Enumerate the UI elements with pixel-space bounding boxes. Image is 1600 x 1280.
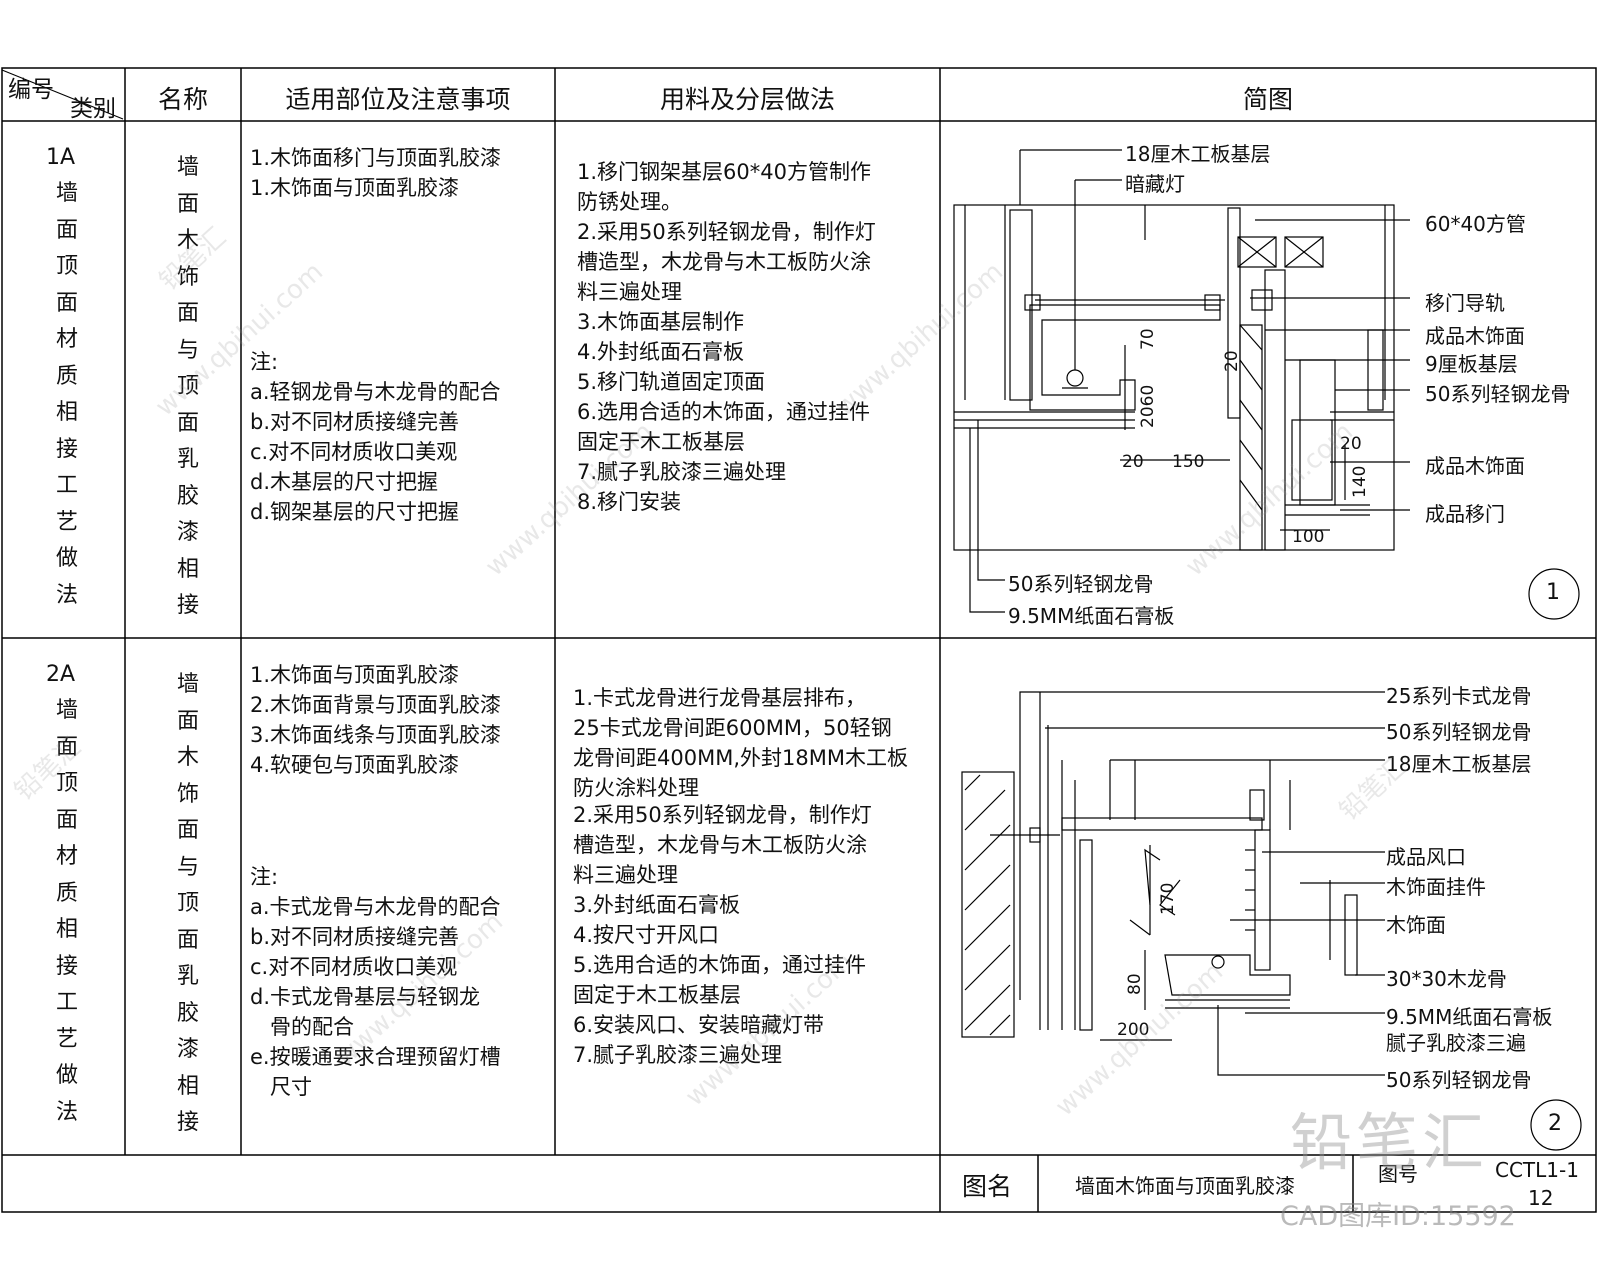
footer-title-label: 图名 [962,1172,1013,1201]
sketch1-dim-20b: 20 [1122,452,1144,472]
footer-page: 12 [1528,1186,1554,1210]
sketch2-label-light-keel: 50系列轻钢龙骨 [1386,720,1532,744]
row2-notes: 注: a.卡式龙骨与木龙骨的配合 b.对不同材质接缝完善 c.对不同材质收口美观… [250,865,501,1099]
row1-material: 1.移门钢架基层60*40方管制作 防锈处理。 2.采用50系列轻钢龙骨，制作灯… [577,160,876,514]
sketch1-label-wood-veneer: 成品木饰面 [1425,324,1525,348]
row1-category: 墙面顶面材质相接工艺做法 [55,181,78,608]
row1-name: 墙面木饰面与顶面乳胶漆相接 [176,155,199,618]
sketch1-label-door-track: 移门导轨 [1425,291,1505,315]
row1-usage: 1.木饰面移门与顶面乳胶漆 1.木饰面与顶面乳胶漆 [250,146,502,200]
footer-code: CCTL1-1 [1495,1158,1579,1182]
sketch2-number: 2 [1548,1111,1562,1136]
sketch2-dim-170: 170 [1158,882,1178,915]
sketch2-label-wood-keel: 30*30木龙骨 [1386,967,1507,991]
sketch1-label-plywood: 18厘木工板基层 [1125,142,1271,166]
watermark-cad-id: CAD图库ID:15592 [1280,1201,1516,1232]
sketch1-label-gypsum: 9.5MM纸面石膏板 [1008,604,1175,628]
header-name: 名称 [157,85,208,114]
sketch2-label-clip-keel: 25系列卡式龙骨 [1386,684,1532,708]
row2-material-a: 1.卡式龙骨进行龙骨基层排布， 25卡式龙骨间距600MM，50轻钢 龙骨间距4… [573,686,908,800]
row2-material-b: 2.采用50系列轻钢龙骨，制作灯 槽造型，木龙骨与木工板防火涂 料三遍处理 3.… [573,803,872,1067]
sketch2-label-plywood: 18厘木工板基层 [1386,752,1532,776]
sketch2-label-vent: 成品风口 [1386,845,1466,869]
sketch2-dim-200: 200 [1117,1020,1150,1040]
header-code: 编号 [8,77,54,103]
row1-notes: 注: a.轻钢龙骨与木龙骨的配合 b.对不同材质接缝完善 c.对不同材质收口美观… [250,350,501,524]
sketch1-dim-20c: 20 [1340,434,1362,454]
sketch2-dim-80: 80 [1125,973,1145,995]
header-sketch: 简图 [1242,85,1293,114]
sketch2-label-putty: 腻子乳胶漆三遍 [1386,1031,1526,1055]
sketch1-number: 1 [1546,580,1560,605]
sketch2-label-veneer-hanger: 木饰面挂件 [1386,875,1486,899]
row2-usage: 1.木饰面与顶面乳胶漆 2.木饰面背景与顶面乳胶漆 3.木饰面线条与顶面乳胶漆 … [250,663,502,777]
sketch1-dim-100: 100 [1292,527,1325,547]
sketch1-label-sliding-door: 成品移门 [1425,502,1505,526]
sketch1-dim-150: 150 [1172,452,1205,472]
header-material: 用料及分层做法 [659,85,835,114]
row1-code: 1A [46,145,76,170]
header-category: 类别 [70,96,116,122]
sketch2-label-light-keel-2: 50系列轻钢龙骨 [1386,1068,1532,1092]
sketch1-label-square-tube: 60*40方管 [1425,212,1526,236]
footer-no-label: 图号 [1378,1162,1418,1186]
header-usage: 适用部位及注意事项 [285,85,511,114]
footer-title: 墙面木饰面与顶面乳胶漆 [1075,1174,1295,1198]
sketch1-label-wood-veneer-2: 成品木饰面 [1425,454,1525,478]
sketch2-label-gypsum: 9.5MM纸面石膏板 [1386,1005,1553,1029]
row2-name: 墙面木饰面与顶面乳胶漆相接 [176,672,199,1135]
sketch1-label-9mm-base: 9厘板基层 [1425,352,1518,376]
sketch2-label-veneer: 木饰面 [1386,913,1446,937]
sketch1-label-light-keel: 50系列轻钢龙骨 [1425,382,1571,406]
row2-category: 墙面顶面材质相接工艺做法 [55,698,78,1125]
sketch1-label-hidden-light: 暗藏灯 [1125,172,1185,196]
sketch1-label-light-keel-2: 50系列轻钢龙骨 [1008,572,1154,596]
row2-code: 2A [46,662,76,687]
watermark-brand-large: 铅笔汇 [1290,1106,1489,1179]
